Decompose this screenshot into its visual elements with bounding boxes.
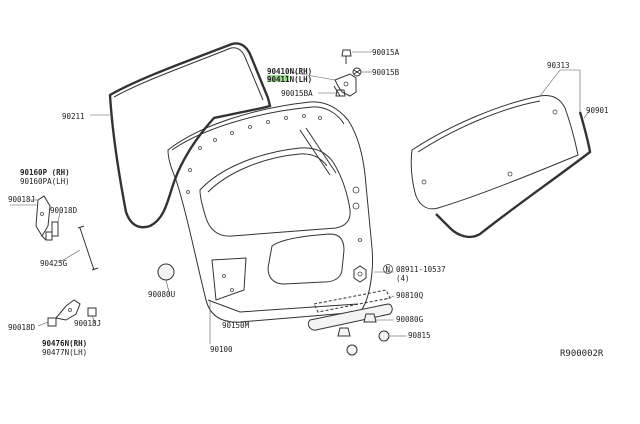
lower-stay-bolt-d[interactable]	[47, 317, 57, 327]
nut[interactable]	[353, 265, 367, 283]
back-window-glass[interactable]	[410, 95, 579, 210]
label-90410n[interactable]: 90410N(RH)	[267, 67, 312, 76]
small-clip-a[interactable]	[337, 327, 351, 337]
label-90477n[interactable]: 90477N(LH)	[42, 348, 87, 357]
retainer-clip[interactable]	[378, 330, 390, 342]
lower-stay[interactable]	[55, 299, 81, 321]
label-90080u[interactable]: 90080U	[148, 290, 175, 299]
stay-bolt-top-j[interactable]	[45, 231, 53, 241]
stay-bolt-top-d[interactable]	[51, 221, 59, 237]
label-90810q[interactable]: 90810Q	[396, 291, 424, 300]
label-90015b[interactable]: 90015B	[372, 68, 400, 77]
back-door-stay[interactable]	[35, 195, 51, 241]
label-90901[interactable]: 90901	[586, 106, 609, 115]
back-door-finisher[interactable]	[307, 289, 393, 331]
label-90815[interactable]: 90815	[408, 331, 431, 340]
label-90160p[interactable]: 90160P (RH)	[20, 168, 70, 177]
leader-lines	[10, 51, 591, 344]
label-90313[interactable]: 90313	[547, 61, 570, 70]
label-90015a[interactable]: 90015A	[372, 48, 400, 57]
lower-stay-bolt-j[interactable]	[87, 307, 97, 317]
label-90160pa[interactable]: 90160PA(LH)	[20, 177, 70, 186]
label-90476n[interactable]: 90476N(RH)	[42, 339, 87, 348]
back-door-panel[interactable]	[167, 101, 373, 323]
label-90080g[interactable]: 90080G	[396, 315, 424, 324]
highlight-marker	[267, 75, 289, 82]
label-90015ba[interactable]: 90015BA	[281, 89, 313, 98]
label-08911-qty: (4)	[396, 274, 410, 283]
label-90211[interactable]: 90211	[62, 112, 85, 121]
label-circle-n: N	[386, 265, 391, 274]
back-window-molding[interactable]	[435, 111, 592, 239]
hinge-bolt-b[interactable]	[352, 67, 362, 77]
label-90018d-top[interactable]: 90018D	[50, 206, 78, 215]
label-90100[interactable]: 90100	[210, 345, 233, 354]
part-labels: 90211 90410N(RH) 90411N(LH) 90015A 90015…	[8, 48, 609, 359]
label-90425g[interactable]: 90425G	[40, 259, 68, 268]
label-90018d-bot[interactable]: 90018D	[8, 323, 36, 332]
label-90018j-bot[interactable]: 90018J	[74, 319, 101, 328]
nut-callout: N 08911-10537 (4)	[383, 264, 446, 283]
label-90018j-top[interactable]: 90018J	[8, 195, 35, 204]
gas-spring[interactable]	[77, 225, 99, 271]
door-bumper[interactable]	[157, 263, 175, 281]
label-90150m[interactable]: 90150M	[222, 321, 250, 330]
small-clip-b[interactable]	[346, 344, 358, 356]
hinge-bolt-a[interactable]	[341, 49, 352, 64]
diagram-reference: R900002R	[560, 349, 604, 359]
label-90411n[interactable]: 90411N(LH)	[267, 75, 312, 84]
hinge-bolt-ba[interactable]	[335, 89, 346, 97]
circle-n-icon	[383, 264, 393, 274]
finisher-clip[interactable]	[363, 313, 377, 323]
label-08911[interactable]: 08911-10537	[396, 265, 446, 274]
weatherstrip-seal[interactable]	[108, 42, 272, 229]
